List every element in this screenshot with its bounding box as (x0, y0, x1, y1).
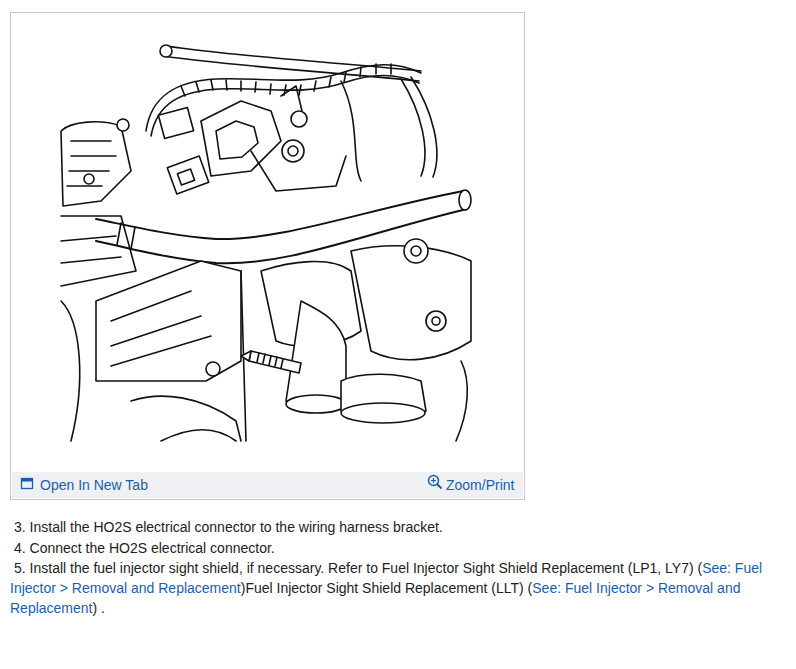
image-frame (10, 12, 525, 500)
zoom-icon (427, 474, 443, 490)
instruction-text: 5. Install the fuel injector sight shiel… (14, 560, 702, 576)
instruction-text: ) . (93, 600, 105, 616)
link-text: Open In New Tab (40, 477, 148, 493)
instruction-step: 4. Connect the HO2S electrical connector… (10, 538, 784, 558)
instruction-paragraph: 5. Install the fuel injector sight shiel… (10, 558, 780, 618)
engine-illustration (11, 13, 524, 471)
open-tab-icon (20, 477, 34, 491)
link-text: Zoom/Print (446, 477, 514, 493)
instruction-step: 3. Install the HO2S electrical connector… (10, 517, 784, 537)
instruction-text: )Fuel Injector Sight Shield Replacement … (241, 580, 533, 596)
